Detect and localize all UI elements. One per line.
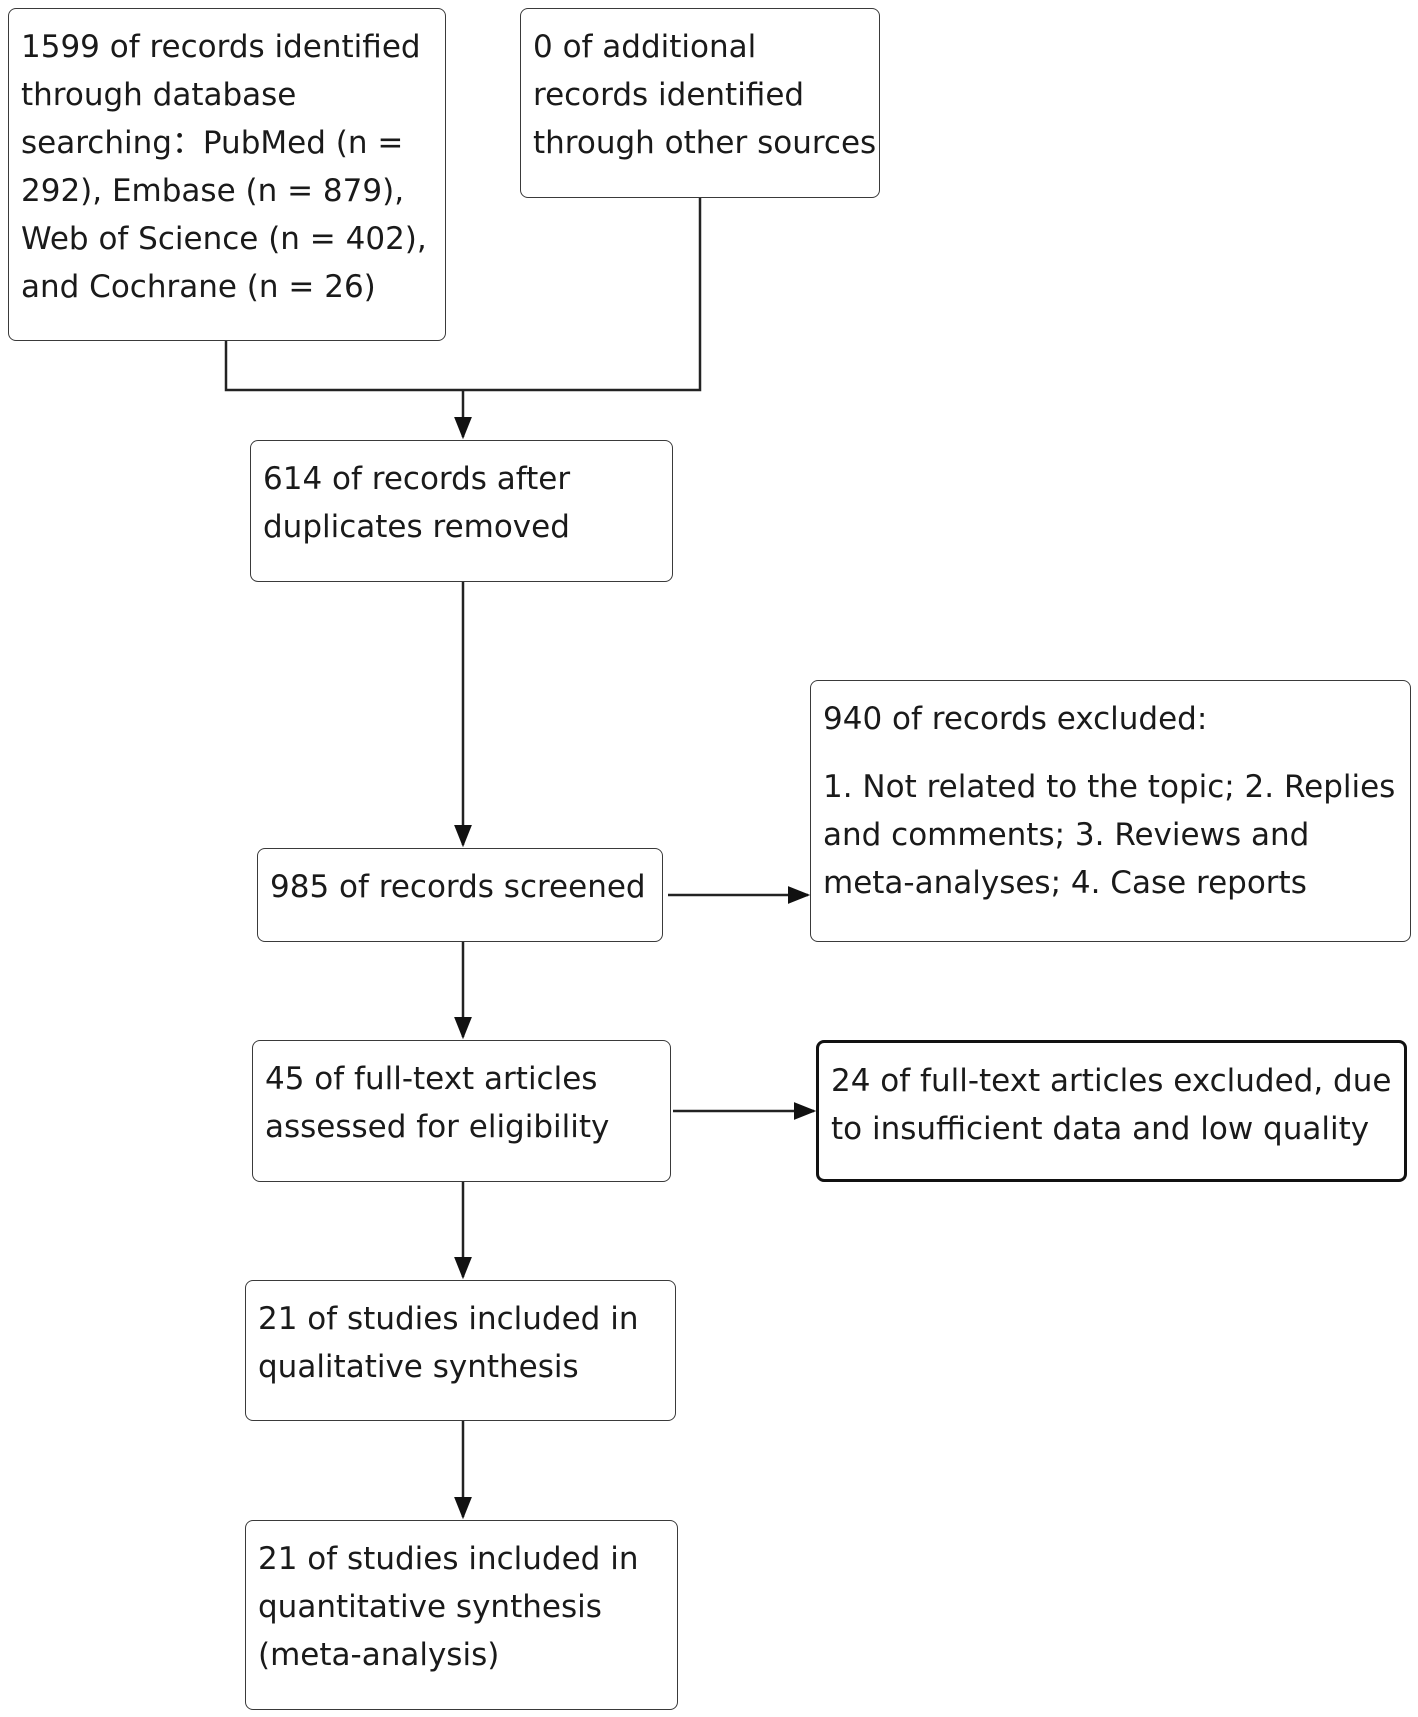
database-search-line: and Cochrane (n = 26) bbox=[21, 269, 376, 305]
screened-line: 985 of records screened bbox=[270, 869, 646, 905]
database-search-line: through database bbox=[21, 77, 297, 113]
other-sources-line: through other sources bbox=[533, 125, 877, 161]
database-search-line: 292), Embase (n = 879), bbox=[21, 173, 405, 209]
fulltext-excluded-line: to insufficient data and low quality bbox=[831, 1111, 1370, 1147]
after-duplicates-line: 614 of records after bbox=[263, 461, 571, 497]
fulltext-excluded-box: 24 of full-text articles excluded, due t… bbox=[816, 1040, 1407, 1182]
fulltext-excluded-line: 24 of full-text articles excluded, due bbox=[831, 1063, 1392, 1099]
other-sources-box: 0 of additional records identified throu… bbox=[520, 8, 880, 198]
screen-excluded-line: meta-analyses; 4. Case reports bbox=[823, 865, 1307, 901]
qualitative-box: 21 of studies included in qualitative sy… bbox=[245, 1280, 676, 1421]
paragraph-gap bbox=[823, 743, 1400, 763]
database-search-line: searching：PubMed (n = bbox=[21, 125, 404, 161]
database-search-line: Web of Science (n = 402), bbox=[21, 221, 427, 257]
quantitative-line: 21 of studies included in bbox=[258, 1541, 639, 1577]
quantitative-line: quantitative synthesis bbox=[258, 1589, 602, 1625]
other-sources-line: 0 of additional bbox=[533, 29, 757, 65]
qualitative-line: qualitative synthesis bbox=[258, 1349, 579, 1385]
eligibility-line: 45 of full-text articles bbox=[265, 1061, 598, 1097]
screen-excluded-box: 940 of records excluded: 1. Not related … bbox=[810, 680, 1411, 942]
eligibility-box: 45 of full-text articles assessed for el… bbox=[252, 1040, 671, 1182]
database-search-box: 1599 of records identified through datab… bbox=[8, 8, 446, 341]
after-duplicates-line: duplicates removed bbox=[263, 509, 570, 545]
screen-excluded-heading: 940 of records excluded: bbox=[823, 701, 1208, 737]
screen-excluded-line: and comments; 3. Reviews and bbox=[823, 817, 1310, 853]
qualitative-line: 21 of studies included in bbox=[258, 1301, 639, 1337]
screened-box: 985 of records screened bbox=[257, 848, 663, 942]
screen-excluded-line: 1. Not related to the topic; 2. Replies bbox=[823, 769, 1396, 805]
quantitative-line: (meta-analysis) bbox=[258, 1637, 500, 1673]
other-sources-line: records identified bbox=[533, 77, 805, 113]
database-search-line: 1599 of records identified bbox=[21, 29, 421, 65]
quantitative-box: 21 of studies included in quantitative s… bbox=[245, 1520, 678, 1710]
after-duplicates-box: 614 of records after duplicates removed bbox=[250, 440, 673, 582]
eligibility-line: assessed for eligibility bbox=[265, 1109, 610, 1145]
